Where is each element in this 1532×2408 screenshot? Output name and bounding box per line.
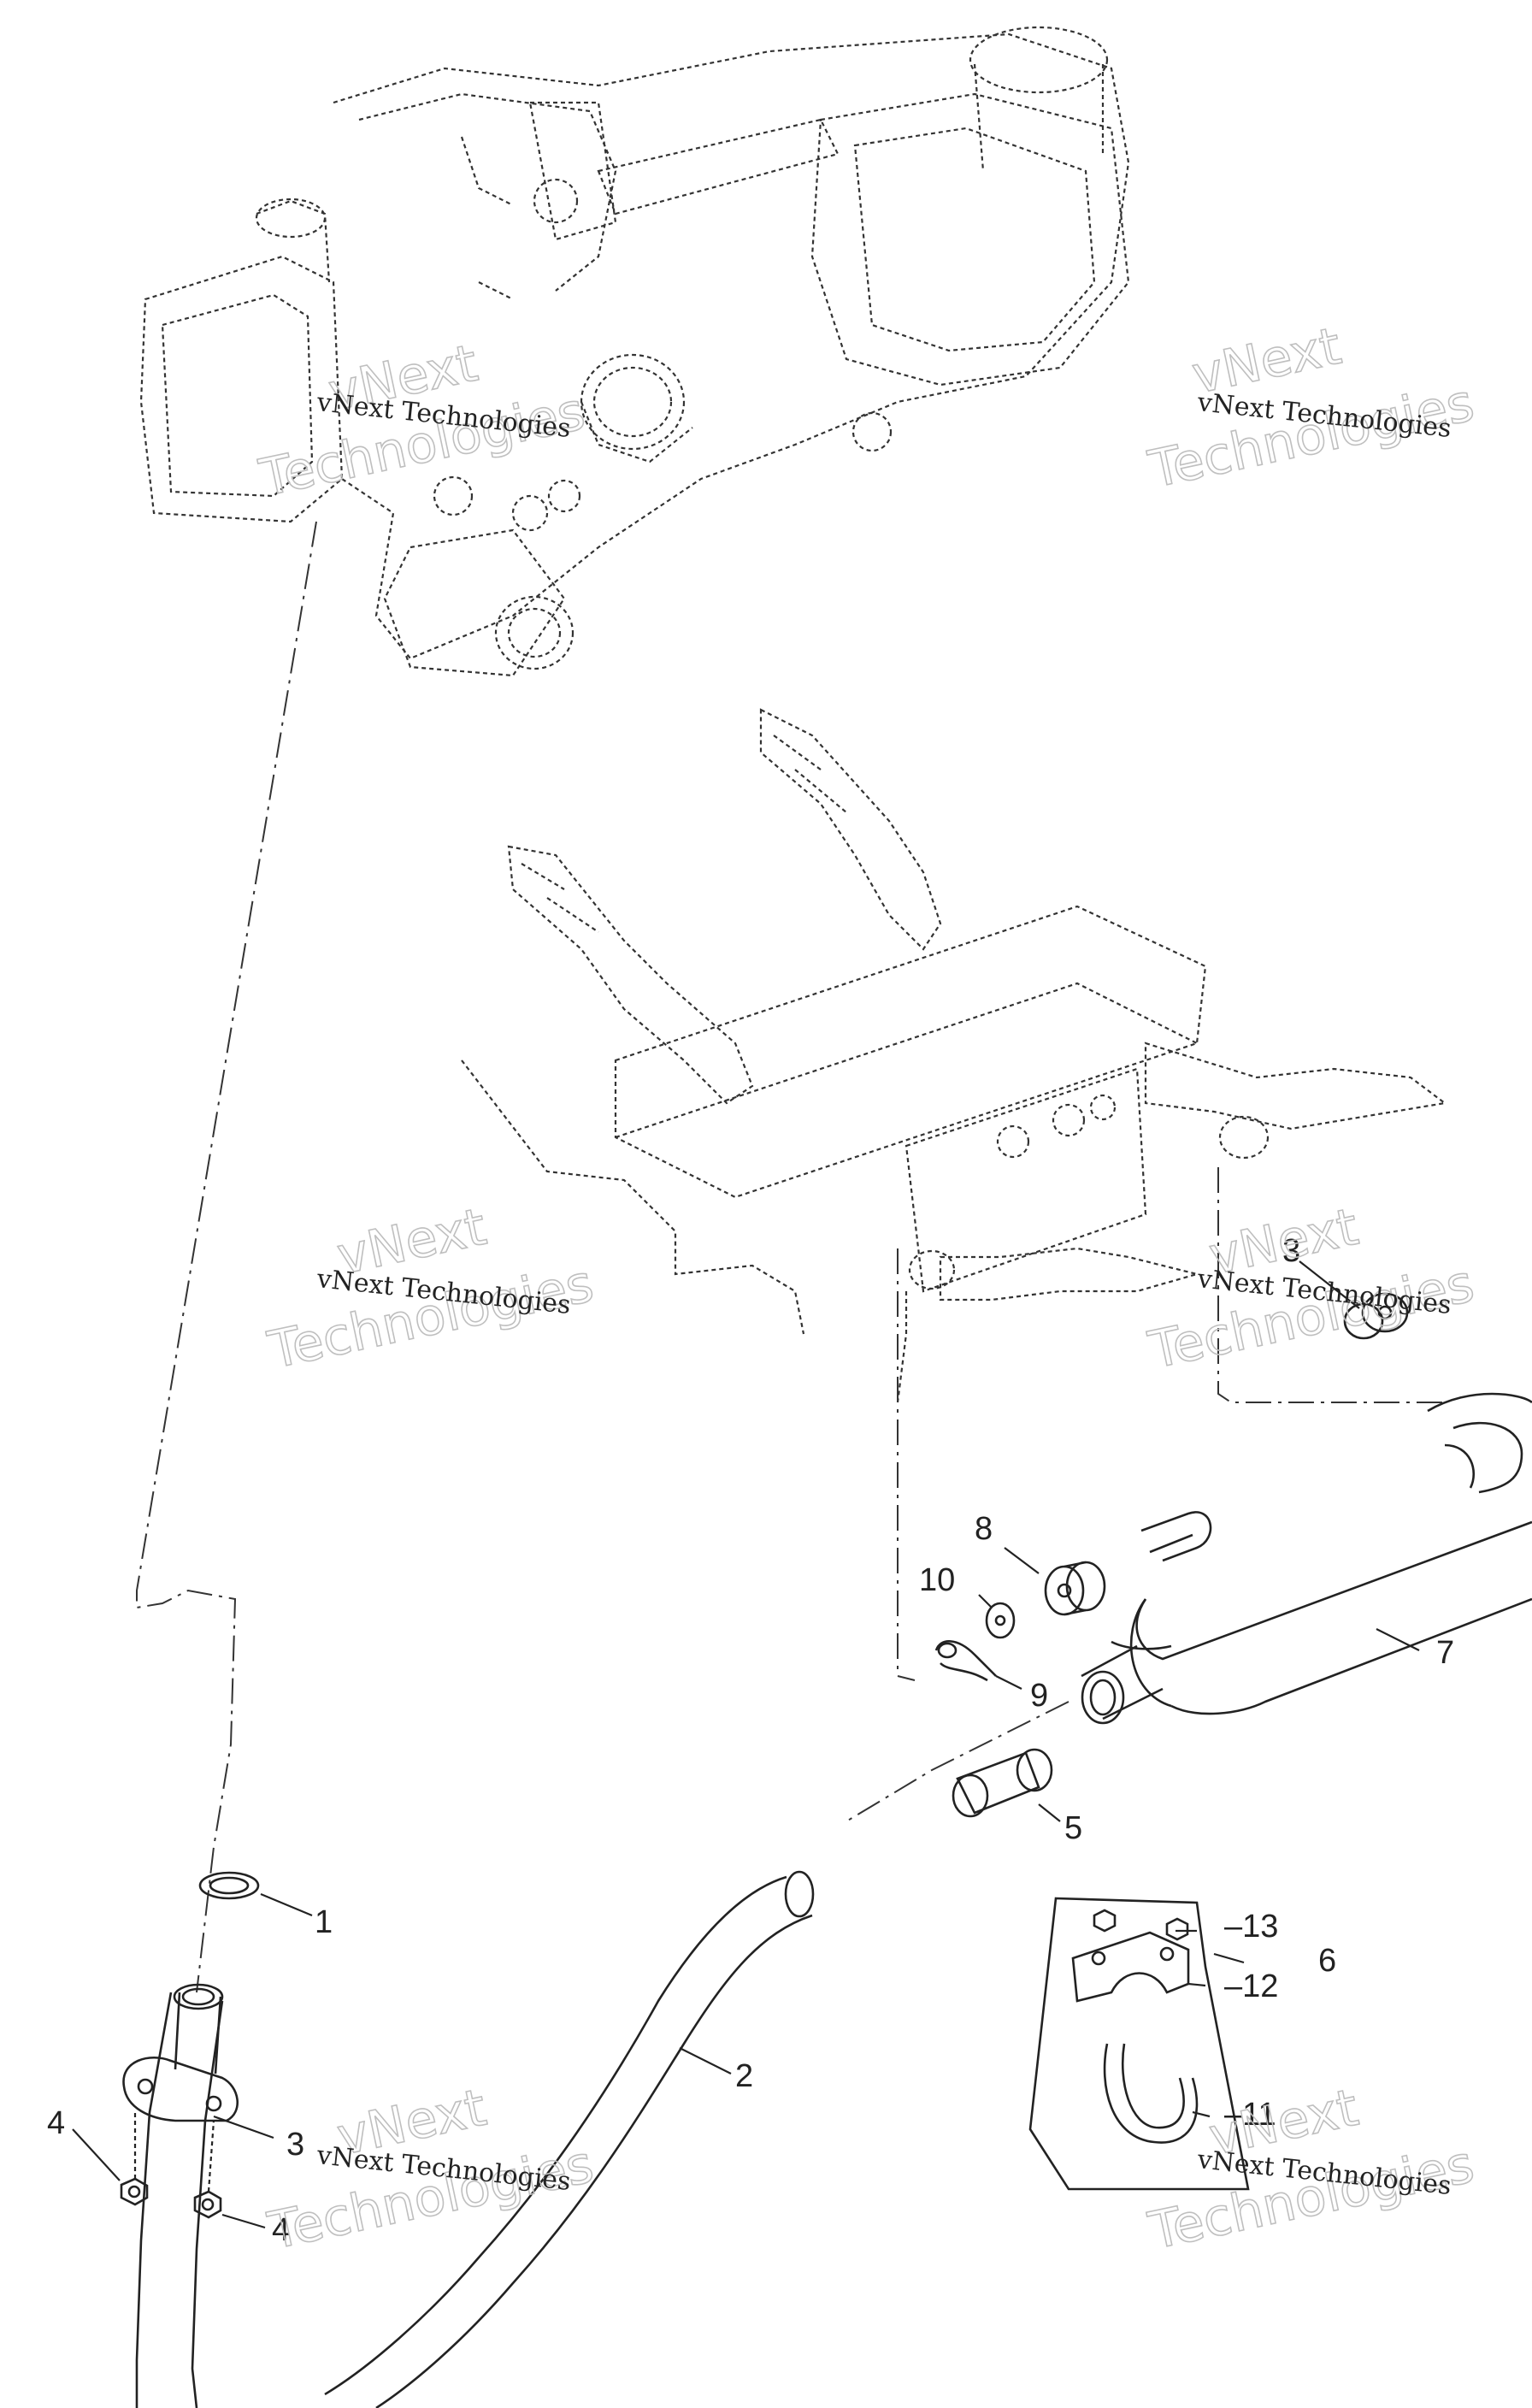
cotter-pin xyxy=(934,1640,997,1682)
rubber-bushing xyxy=(1044,1561,1106,1616)
callout-13: –13 xyxy=(1224,1909,1278,1945)
exhaust-sleeve xyxy=(952,1748,1053,1818)
exhaust-centerline xyxy=(136,521,317,1993)
callout-3-upper: 3 xyxy=(1282,1233,1300,1269)
callout-11: –11 xyxy=(1224,2097,1276,2133)
callout-10: 10 xyxy=(919,1562,955,1598)
callout-6: 6 xyxy=(1318,1943,1336,1979)
muffler xyxy=(1081,1392,1532,1725)
callout-12: –12 xyxy=(1224,1968,1278,2004)
callout-9: 9 xyxy=(1030,1678,1048,1714)
callout-5: 5 xyxy=(1064,1810,1082,1846)
gasket-ring xyxy=(198,1871,260,1900)
washer xyxy=(985,1602,1016,1639)
callout-1: 1 xyxy=(315,1904,333,1940)
frame-assembly xyxy=(461,708,1447,1403)
watermark-top-left: vNext Technologies vNext Technologies xyxy=(254,333,591,510)
callout-labels: 1 2 3 4 4 5 6 7 8 9 10 3 –11 –12 –13 xyxy=(47,1233,1454,2248)
muffler-centerline xyxy=(846,1701,1069,1822)
callout-4-left: 4 xyxy=(47,2105,65,2141)
watermark-top-right: vNext Technologies vNext Technologies xyxy=(1143,316,1480,501)
watermark-middle-left: vNext Technologies vNext Technologies xyxy=(262,1196,599,1382)
grommet xyxy=(1343,1292,1409,1340)
watermark-bottom-left: vNext Technologies vNext Technologies xyxy=(262,2077,599,2263)
exhaust-pipe xyxy=(122,1870,815,2408)
callout-7: 7 xyxy=(1436,1635,1454,1671)
callout-8: 8 xyxy=(975,1511,993,1547)
clamp-kit xyxy=(1028,1897,1250,2191)
watermark-bottom-right: vNext Technologies vNext Technologies xyxy=(1143,2077,1480,2263)
callout-4-right: 4 xyxy=(272,2212,290,2248)
subassembly-boundary xyxy=(897,1167,1445,1681)
callout-3-lower: 3 xyxy=(286,2127,304,2163)
leader-lines xyxy=(72,1260,1420,2229)
callout-2: 2 xyxy=(735,2058,753,2094)
engine-assembly xyxy=(139,26,1130,677)
watermark-middle-right: vNext Technologies vNext Technologies xyxy=(1143,1196,1480,1382)
